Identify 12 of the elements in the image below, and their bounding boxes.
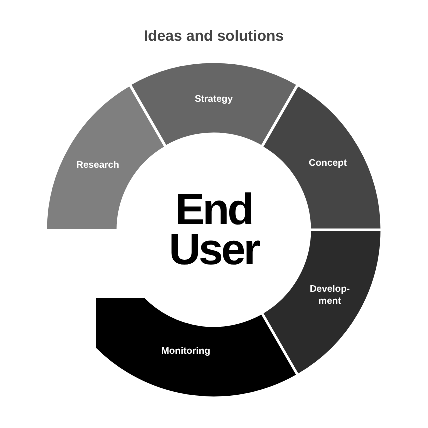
ring-segment <box>46 84 166 230</box>
ring-segment <box>262 84 382 230</box>
segment-label: Strategy <box>194 94 234 106</box>
segment-label: Research <box>76 160 120 172</box>
ring-segment <box>95 297 298 398</box>
segment-label: Concept <box>308 158 348 170</box>
ring-segment <box>130 62 298 147</box>
segment-label: Monitoring <box>160 346 212 358</box>
segment-label: Develop-ment <box>308 284 352 308</box>
ring-segment <box>262 230 382 376</box>
diagram-title: Ideas and solutions <box>142 28 286 45</box>
center-label: End User <box>154 190 274 270</box>
